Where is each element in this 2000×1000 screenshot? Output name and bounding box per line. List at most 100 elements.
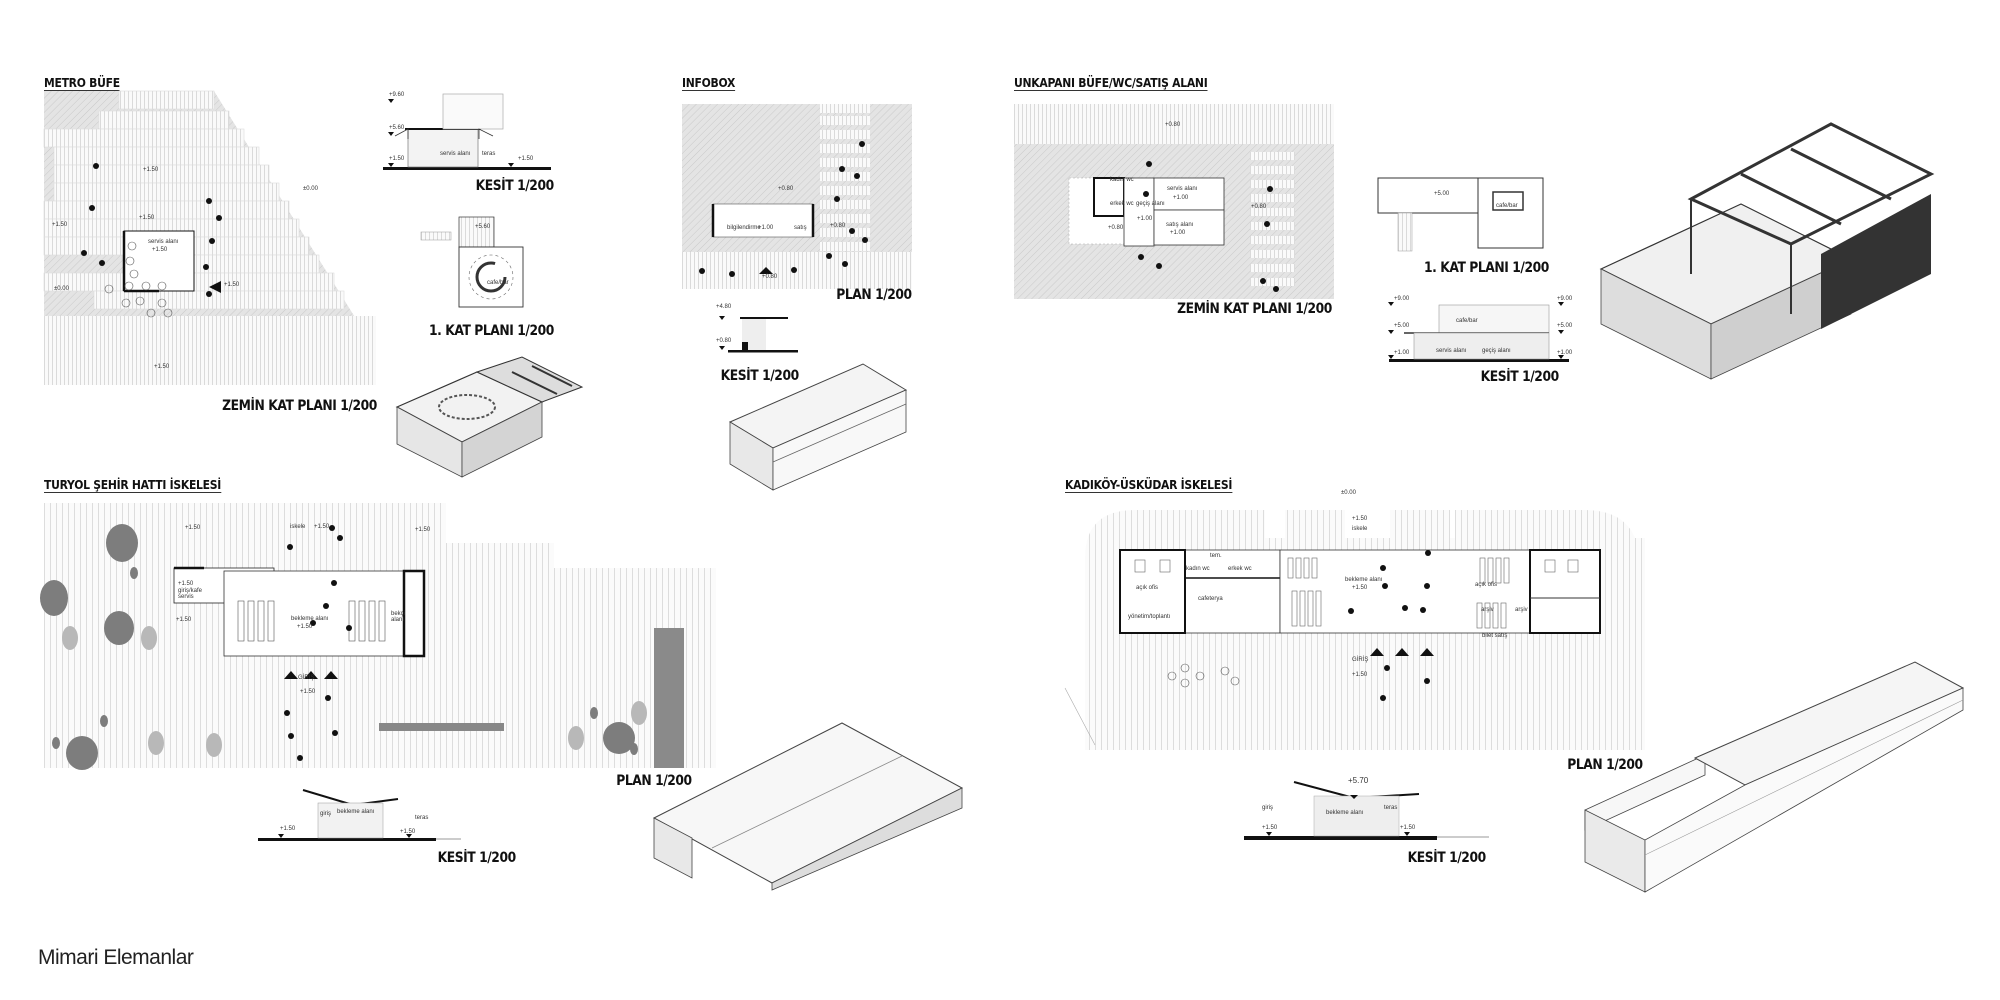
elevation-note: +5.60 <box>389 125 405 131</box>
turyol-plan <box>40 503 716 770</box>
elevation-note: +5.00 <box>1557 323 1573 329</box>
infobox-section-label: KESİT 1/200 <box>720 368 800 384</box>
room-label: giriş <box>320 811 332 817</box>
elevation-note: +1.50 <box>297 624 313 630</box>
unkapani-section <box>1388 302 1569 362</box>
room-label: bilet satış <box>1482 633 1508 639</box>
elevation-note: +1.00 <box>758 225 774 231</box>
turyol-section <box>258 789 461 841</box>
room-label: geçiş alanı <box>1482 348 1511 354</box>
kadikoy-plan <box>1064 510 1645 750</box>
metro-ground-plan <box>43 90 376 385</box>
elevation-note: +1.50 <box>518 156 534 162</box>
sheet-footer-title: Mimari Elemanlar <box>38 946 194 969</box>
elevation-note: +5.70 <box>1348 776 1369 785</box>
elevation-note: +0.80 <box>1108 225 1124 231</box>
room-label: tem. <box>1210 553 1222 559</box>
room-label: erkek wc <box>1110 201 1134 207</box>
elevation-note: +1.50 <box>1262 825 1278 831</box>
elevation-note: +1.50 <box>1400 825 1416 831</box>
room-label: teras <box>1384 805 1398 811</box>
elevation-note: +1.50 <box>280 826 296 832</box>
elevation-note: +1.50 <box>1352 672 1368 678</box>
elevation-note: +1.50 <box>389 156 405 162</box>
room-label: bekleme alanı <box>291 616 329 622</box>
unkapani-first-floor-label: 1. KAT PLANI 1/200 <box>1424 260 1549 276</box>
elevation-note: +1.50 <box>314 524 330 530</box>
room-label: bekleme alanı <box>337 809 375 815</box>
elevation-note: +1.50 <box>185 525 201 531</box>
elevation-note: +1.50 <box>176 617 192 623</box>
elevation-note: +1.50 <box>1352 516 1368 522</box>
elevation-note: +1.50 <box>152 247 168 253</box>
room-label: cafeterya <box>1198 596 1223 602</box>
elevation-note: +0.80 <box>1165 122 1181 128</box>
elevation-note: +0.80 <box>716 338 732 344</box>
unkapani-title: UNKAPANI BÜFE/WC/SATIŞ ALANI <box>1014 76 1208 91</box>
metro-ground-plan-label: ZEMİN KAT PLANI 1/200 <box>222 398 377 414</box>
room-label: bekleme alanı <box>1345 577 1383 583</box>
metro-section <box>383 93 551 170</box>
room-label: erkek wc <box>1228 566 1252 572</box>
room-label: satış <box>794 225 807 231</box>
room-label: kadın wc <box>1186 566 1210 572</box>
infobox-plan-label: PLAN 1/200 <box>836 287 913 303</box>
elevation-note: +5.00 <box>1394 323 1410 329</box>
entrance-label: GİRİŞ <box>298 675 315 681</box>
room-label: satış alanı <box>1166 222 1194 228</box>
elevation-note: +1.50 <box>52 222 68 228</box>
room-label: geçiş alanı <box>1136 201 1165 207</box>
elevation-note: +1.50 <box>154 364 170 370</box>
room-label: kadın wc <box>1110 177 1134 183</box>
elevation-note: +0.80 <box>778 186 794 192</box>
room-label: açık ofis <box>1136 585 1159 591</box>
elevation-note: +1.50 <box>415 527 431 533</box>
room-label: servis alanı <box>1167 186 1198 192</box>
elevation-note: +9.60 <box>389 92 405 98</box>
metro-first-floor-label: 1. KAT PLANI 1/200 <box>429 323 554 339</box>
room-label: iskele <box>290 524 306 530</box>
elevation-note: ±0.00 <box>1341 490 1356 496</box>
unkapani-isometric-view <box>1599 122 1935 380</box>
elevation-note: +1.00 <box>1173 195 1189 201</box>
room-label: cafe/bar <box>487 280 509 286</box>
elevation-note: +0.80 <box>762 274 778 280</box>
elevation-note: +5.60 <box>475 224 491 230</box>
infobox-plan <box>682 104 912 289</box>
elevation-note: +1.50 <box>224 282 240 288</box>
room-label: servis alanı <box>148 239 179 245</box>
room-label: açık ofis <box>1475 582 1498 588</box>
elevation-note: +1.50 <box>300 689 316 695</box>
room-label: bekçi alanı <box>391 611 406 623</box>
elevation-note: +0.80 <box>1251 204 1267 210</box>
elevation-note: +1.50 <box>1352 585 1368 591</box>
elevation-note: +9.00 <box>1557 296 1573 302</box>
elevation-note: +1.00 <box>1170 230 1186 236</box>
metro-section-label: KESİT 1/200 <box>475 178 555 194</box>
elevation-note: +0.80 <box>830 223 846 229</box>
room-label: teras <box>415 815 429 821</box>
kadikoy-section <box>1244 781 1489 840</box>
room-label: iskele <box>1352 526 1368 532</box>
elevation-note: +1.00 <box>1557 350 1573 356</box>
turyol-section-label: KESİT 1/200 <box>437 850 517 866</box>
elevation-note: +1.50 <box>143 167 159 173</box>
room-label: giriş/kafe servis <box>178 588 203 600</box>
unkapani-ground-plan <box>1014 104 1334 299</box>
room-label: bilgilendirme <box>727 225 761 231</box>
room-label: bekleme alanı <box>1326 810 1364 816</box>
infobox-isometric-view <box>728 363 908 491</box>
kadikoy-isometric-view <box>1584 661 1965 893</box>
turyol-title: TURYOL ŞEHİR HATTI İSKELESİ <box>44 478 222 493</box>
kadikoy-plan-label: PLAN 1/200 <box>1567 757 1644 773</box>
elevation-note: +4.80 <box>716 304 732 310</box>
metro-first-floor-plan <box>420 216 524 308</box>
kadikoy-section-label: KESİT 1/200 <box>1407 850 1487 866</box>
metro-isometric-view <box>395 356 584 478</box>
elevation-note: +1.50 <box>178 581 194 587</box>
room-label: cafe/bar <box>1456 318 1478 324</box>
kadikoy-title: KADIKÖY-ÜSKÜDAR İSKELESİ <box>1065 478 1233 493</box>
room-label: servis alanı <box>1436 348 1467 354</box>
unkapani-ground-plan-label: ZEMİN KAT PLANI 1/200 <box>1177 301 1332 317</box>
room-label: teras <box>482 151 496 157</box>
